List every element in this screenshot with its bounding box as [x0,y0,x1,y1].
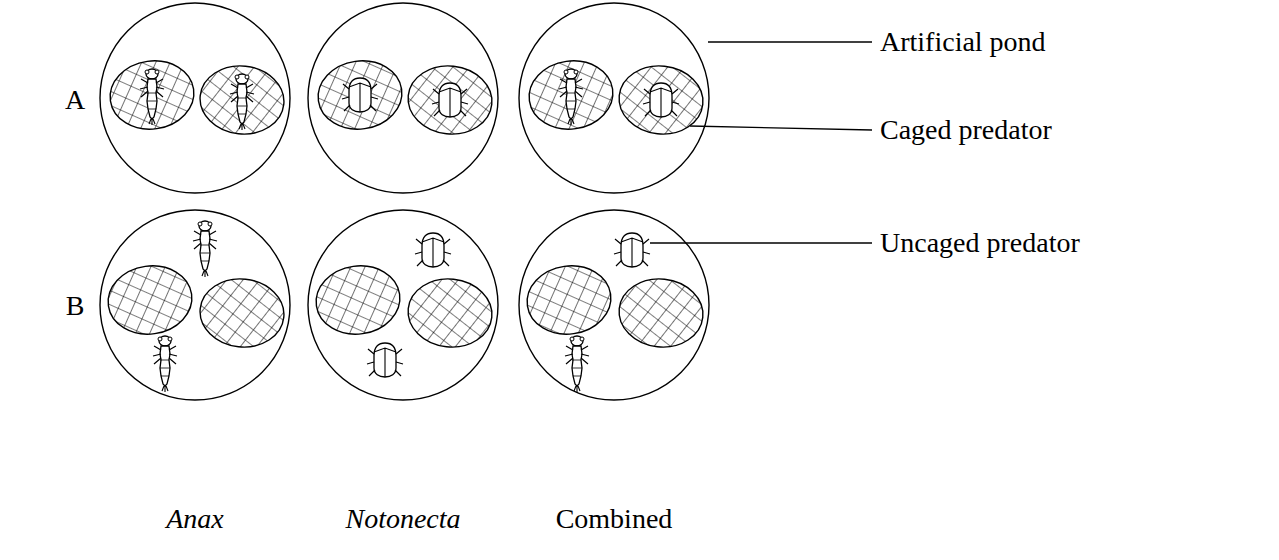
callout-label: Uncaged predator [880,227,1080,259]
row-label: A [65,84,85,116]
column-label: Combined [556,503,673,535]
column-label: Anax [166,503,224,535]
predator-icons [140,69,679,392]
callout-label: Artificial pond [880,26,1046,58]
predator-cages [104,55,707,351]
artificial-ponds [100,3,709,400]
callout-label: Caged predator [880,114,1052,146]
leader-lines [650,42,872,243]
row-label: B [66,290,85,322]
column-label: Notonecta [345,503,460,535]
